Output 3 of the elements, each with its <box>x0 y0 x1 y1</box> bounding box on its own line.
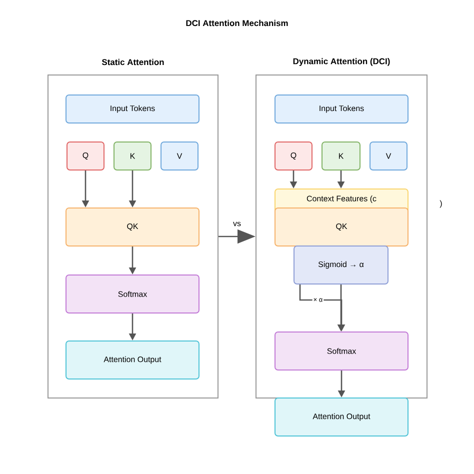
node-label: Dynamic Attention (DCI) <box>293 58 390 66</box>
title: DCI Attention Mechanism <box>186 20 288 26</box>
node-label: Static Attention <box>102 58 164 66</box>
